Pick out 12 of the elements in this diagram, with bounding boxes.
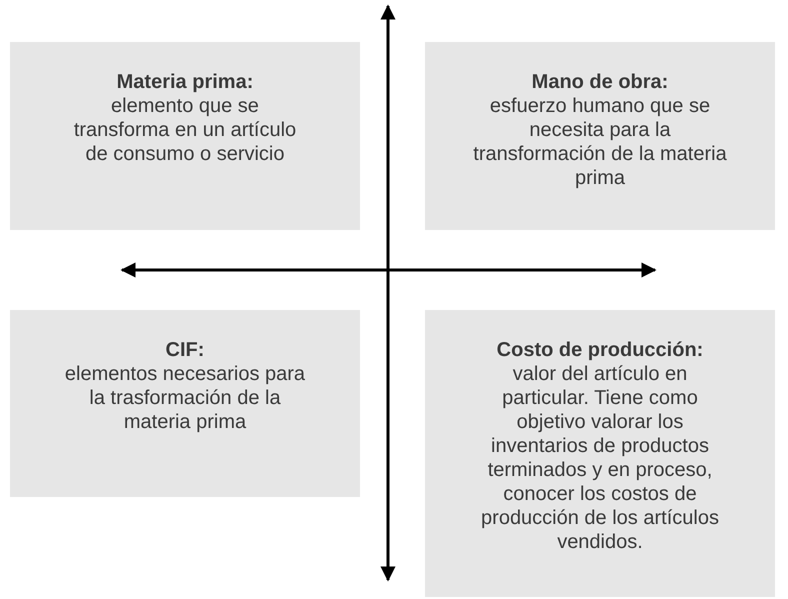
card-description: elementos necesarios para la trasformación de la materia prima bbox=[64, 362, 306, 434]
text-card bbox=[425, 310, 775, 597]
card-description: elemento que se transforma en un artículo de consumo o servicio bbox=[72, 94, 298, 166]
text-card bbox=[10, 310, 360, 497]
card-description: valor del artículo en particular. Tiene como objetivo valorar los inventarios de productos terminados y en proceso, conocer los costos de producción de los artículos vendidos. bbox=[480, 362, 720, 554]
text-card bbox=[10, 42, 360, 230]
card-heading: Mano de obra: bbox=[530, 70, 670, 94]
card-description: esfuerzo humano que se necesita para la transformación de la materia prima bbox=[473, 94, 727, 190]
card-heading: Costo de producción: bbox=[496, 338, 704, 362]
card-heading: Materia prima: bbox=[116, 70, 254, 94]
text-card bbox=[425, 42, 775, 230]
card-heading: CIF: bbox=[164, 338, 206, 362]
